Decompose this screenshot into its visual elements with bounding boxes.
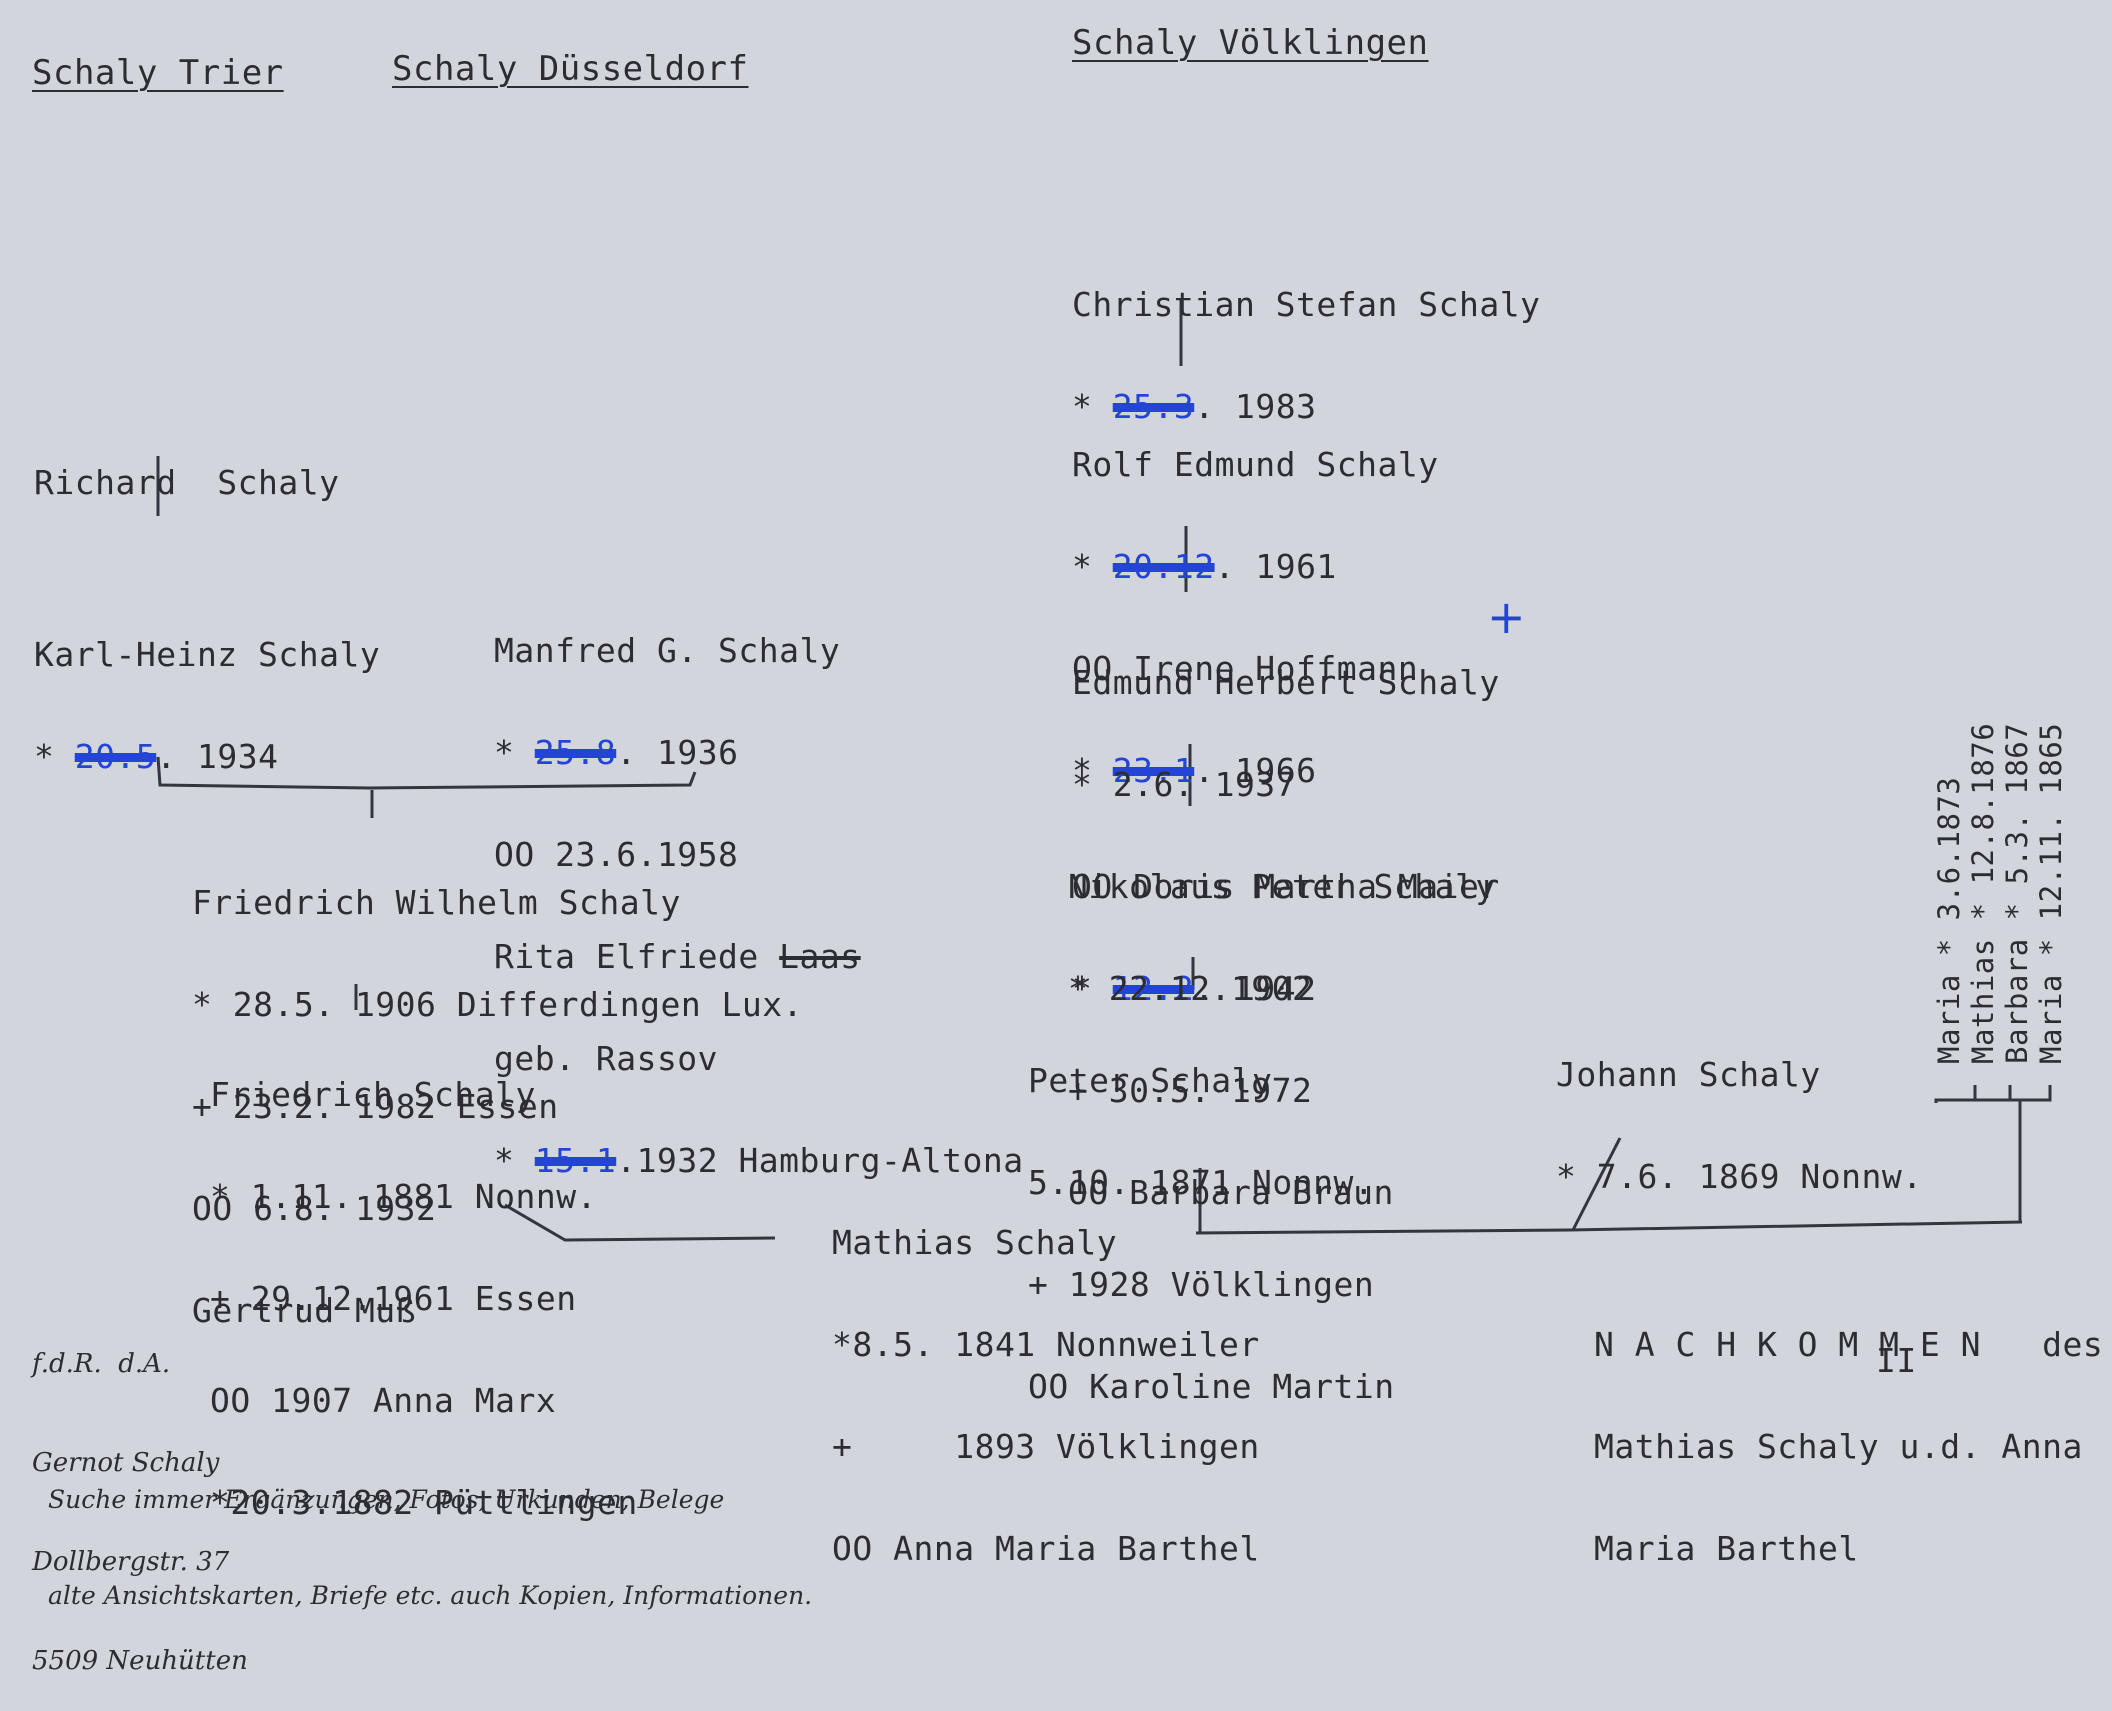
redacted-date: 15.1 <box>534 1141 617 1180</box>
redacted-date: 25.8 <box>534 733 617 772</box>
sibling-mathias-1876: Mathias * 12.8.1876 <box>1966 722 2000 1064</box>
deceased-cross-mark: + <box>1487 590 1526 644</box>
sibling-maria-1865: Maria * 12.11. 1865 <box>2034 722 2068 1064</box>
header-schaly-voelklingen: Schaly Völklingen <box>1072 23 1429 63</box>
person-johann-schaly: Johann Schaly * 7.6. 1869 Nonnw. <box>1556 1055 1923 1196</box>
document-title: N A C H K O M M E N des Mathias Schaly u… <box>1594 1325 2104 1568</box>
sibling-maria-1873: Maria * 3.6.1873 <box>1932 776 1966 1064</box>
person-nikolaus-peter-schaly: Nikolaus Peter Schaly * 22.12.1902 + 30.… <box>1068 867 1496 1212</box>
redacted-date: 23.1 <box>1112 751 1195 790</box>
person-manfred-g-schaly: Manfred G. Schaly * 25.8. 1936 OO 23.6.1… <box>494 631 1024 1180</box>
person-christian-stefan-schaly: Christian Stefan Schaly * 25.3. 1983 <box>1072 285 1541 426</box>
redacted-date: 25.3 <box>1112 387 1195 426</box>
bracket-siblings <box>1934 1085 2052 1103</box>
connector-johann <box>1571 1137 1622 1231</box>
request-note: Suche immer Ergänzungen, Fotos, Urkunden… <box>48 1485 813 1610</box>
document-number: II <box>1876 1341 1917 1380</box>
connector-friedrich-mathias <box>504 1203 776 1242</box>
person-mathias-schaly: Mathias Schaly *8.5. 1841 Nonnweiler + 1… <box>832 1223 1260 1568</box>
person-karl-heinz-schaly: Karl-Heinz Schaly * 20.5. 1934 <box>34 635 381 776</box>
person-rolf-edmund-schaly: Rolf Edmund Schaly * 20.12. 1961 OO Iren… <box>1072 445 1439 790</box>
redacted-date: 20.12 <box>1112 547 1215 586</box>
header-schaly-duesseldorf: Schaly Düsseldorf <box>392 49 749 89</box>
person-friedrich-wilhelm-schaly: Friedrich Wilhelm Schaly * 28.5. 1906 Di… <box>192 883 804 1330</box>
tree-connector-lines <box>156 300 2052 1242</box>
sibling-barbara-1867: Barbara * 5.3. 1867 <box>2000 722 2034 1064</box>
person-edmund-herbert-schaly: Edmund Herbert Schaly * 2.6. 1937 OO Dor… <box>1072 663 1500 1008</box>
header-schaly-trier: Schaly Trier <box>32 53 284 93</box>
bracket-karlheinz-manfred <box>156 756 697 790</box>
person-peter-schaly: Peter Schaly 5.10. 1871 Nonnw. + 1928 Vö… <box>1028 1061 1395 1406</box>
connector-mathias-children <box>1195 1220 2023 1235</box>
redacted-date: 20.5 <box>74 737 157 776</box>
struck-surname: Laas <box>779 937 861 976</box>
redacted-date: 12.2 <box>1112 969 1195 1008</box>
person-richard-schaly: Richard Schaly <box>34 463 340 502</box>
